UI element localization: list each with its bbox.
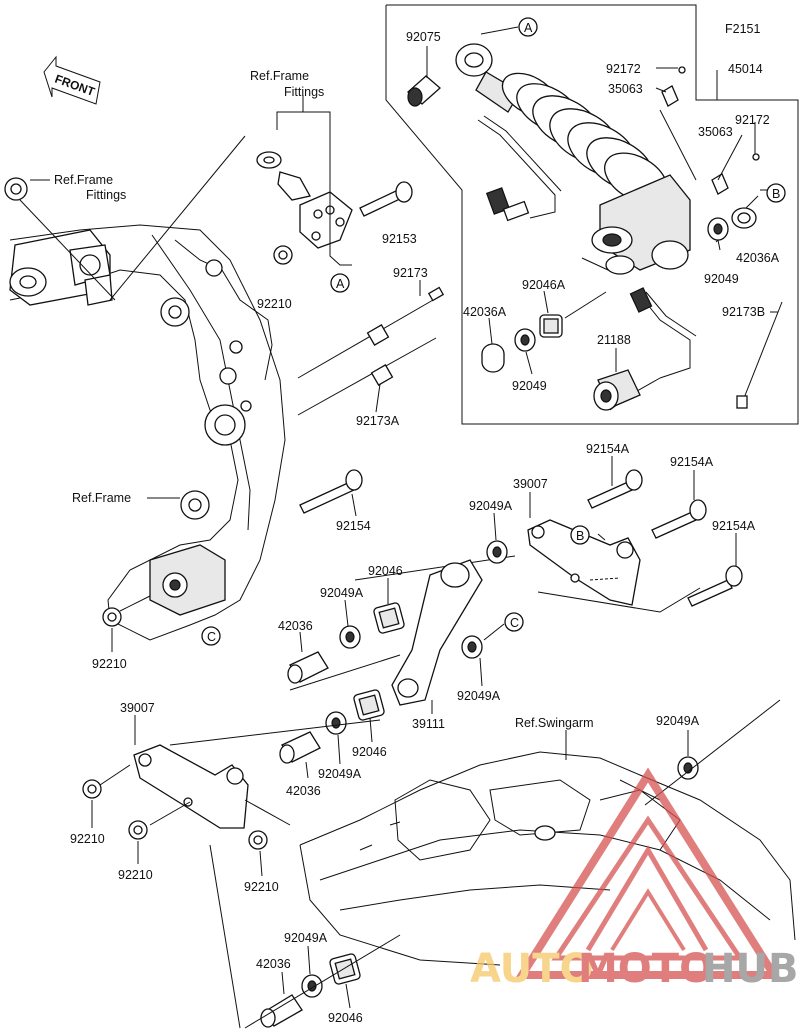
part-label: 92210	[244, 880, 279, 894]
shock-leader-lines	[426, 26, 778, 375]
part-label: 92075	[406, 30, 441, 44]
callout-C2: C	[504, 612, 524, 632]
part-label: 42036A	[463, 305, 507, 319]
bolts-92154A	[587, 456, 743, 607]
bolt-92154	[299, 469, 363, 517]
part-label: 92173B	[722, 305, 765, 319]
callout-C1: C	[201, 626, 221, 646]
part-label: 92154A	[712, 519, 756, 533]
middle-bushings	[169, 512, 508, 779]
watermark-hub: HUB	[702, 946, 798, 992]
part-label: 92210	[118, 868, 153, 882]
ref-swingarm-label: Ref.Swingarm	[515, 716, 594, 730]
callout-B1: B	[766, 183, 786, 203]
callout-A2: A	[330, 273, 350, 293]
part-label: 92046A	[522, 278, 566, 292]
rear-shock-absorber	[455, 43, 697, 411]
part-label: 92049A	[318, 767, 362, 781]
figure-code: F2151	[725, 22, 760, 36]
callout-B2: B	[570, 525, 590, 545]
cable-ties	[297, 280, 445, 416]
svg-text:B: B	[576, 529, 584, 543]
part-label: 92049A	[320, 586, 364, 600]
part-label: 39111	[412, 717, 445, 731]
svg-text:A: A	[524, 21, 533, 35]
part-label: 42036	[278, 619, 313, 633]
part-label: 92154A	[586, 442, 630, 456]
part-label: 42036A	[736, 251, 780, 265]
part-label: 92049A	[284, 931, 328, 945]
bottom-bushings	[209, 844, 401, 1029]
part-label: 92046	[368, 564, 403, 578]
part-label: 92049	[512, 379, 547, 393]
part-label: 92210	[92, 657, 127, 671]
part-label: 92046	[352, 745, 387, 759]
ref-frame-fittings-top-line1: Ref.Frame	[250, 69, 309, 83]
ref-frame-label: Ref.Frame	[72, 491, 131, 505]
svg-text:C: C	[207, 630, 216, 644]
shock-bushings	[407, 66, 783, 409]
front-arrow-icon: FRONT	[43, 55, 101, 105]
ref-frame-fittings-top-line2: Fittings	[284, 85, 324, 99]
part-labels: 92075 92172 45014 35063 92172 35063 4203…	[70, 30, 780, 1025]
part-label: 92153	[382, 232, 417, 246]
part-label: 92210	[70, 832, 105, 846]
part-label: 92210	[257, 297, 292, 311]
washer-92049A-right	[644, 699, 781, 806]
part-label: 42036	[286, 784, 321, 798]
part-label: 92173	[393, 266, 428, 280]
watermark-auto: AUTO	[470, 946, 594, 992]
svg-text:A: A	[336, 277, 345, 291]
svg-text:B: B	[772, 187, 780, 201]
shock-assembly-frame	[385, 4, 799, 425]
part-label: 39007	[513, 477, 548, 491]
part-label: 92172	[735, 113, 770, 127]
part-label: 92154A	[670, 455, 714, 469]
watermark-moto: MOTO	[578, 946, 713, 992]
part-label: 92049A	[457, 689, 501, 703]
part-label: 21188	[597, 333, 631, 347]
svg-text:C: C	[510, 616, 519, 630]
tie-rod-39007-left	[99, 715, 291, 829]
part-label: 45014	[728, 62, 763, 76]
part-label: 92049A	[656, 714, 700, 728]
part-label: 92046	[328, 1011, 363, 1025]
part-label: 92172	[606, 62, 641, 76]
rocker-arm-39111	[391, 559, 483, 714]
part-label: 35063	[608, 82, 643, 96]
front-label: FRONT	[53, 72, 97, 100]
automotohub-watermark-logo: AUTO MOTO HUB	[470, 767, 798, 992]
frame-outline	[9, 224, 286, 641]
ref-frame-fittings-left-line2: Fittings	[86, 188, 126, 202]
ref-frame-fittings-left-line1: Ref.Frame	[54, 173, 113, 187]
part-label: 92154	[336, 519, 371, 533]
part-label: 42036	[256, 957, 291, 971]
part-label: 92173A	[356, 414, 400, 428]
part-label: 39007	[120, 701, 155, 715]
tie-rod-39007-right	[354, 492, 701, 613]
callout-A1: A	[518, 17, 538, 37]
part-label: 92049A	[469, 499, 513, 513]
part-label: 92049	[704, 272, 739, 286]
nuts-92210	[82, 595, 268, 877]
part-label: 35063	[698, 125, 733, 139]
frame-fittings-top	[4, 95, 413, 301]
